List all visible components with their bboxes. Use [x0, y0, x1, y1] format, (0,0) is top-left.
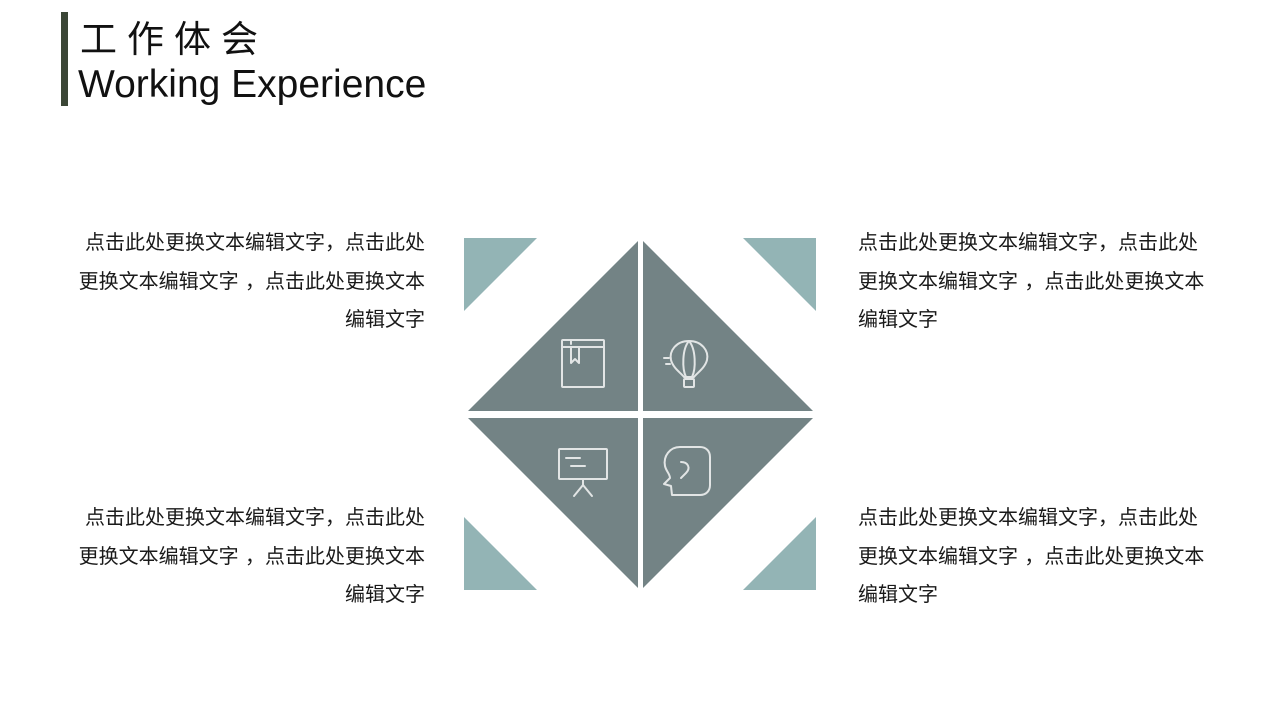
text-block-bottom-left[interactable]: 点击此处更换文本编辑文字，点击此处更换文本编辑文字 ，点击此处更换文本编辑文字	[78, 505, 425, 606]
book-icon	[561, 339, 605, 388]
text-block-top-left[interactable]: 点击此处更换文本编辑文字，点击此处更换文本编辑文字 ，点击此处更换文本编辑文字	[78, 230, 425, 331]
quadrant-top-left[interactable]	[468, 241, 638, 411]
page-title: 工作体会	[80, 18, 268, 61]
corner-triangle-top-right	[743, 238, 816, 311]
text-block-top-right[interactable]: 点击此处更换文本编辑文字，点击此处更换文本编辑文字 ，点击此处更换文本编辑文字	[858, 230, 1205, 331]
quadrant-bottom-right[interactable]	[643, 418, 813, 588]
quadrant-top-right[interactable]	[643, 241, 813, 411]
head-speech-icon	[663, 446, 711, 496]
corner-triangle-bottom-right	[743, 517, 816, 590]
hot-air-balloon-icon	[663, 340, 709, 388]
quadrant-bottom-left[interactable]	[468, 418, 638, 588]
corner-triangle-top-left	[464, 238, 537, 311]
presentation-board-icon	[558, 448, 608, 497]
page-subtitle: Working Experience	[78, 63, 427, 106]
title-accent-bar	[61, 12, 68, 106]
corner-triangle-bottom-left	[464, 517, 537, 590]
text-block-bottom-right[interactable]: 点击此处更换文本编辑文字，点击此处更换文本编辑文字 ，点击此处更换文本编辑文字	[858, 505, 1205, 606]
